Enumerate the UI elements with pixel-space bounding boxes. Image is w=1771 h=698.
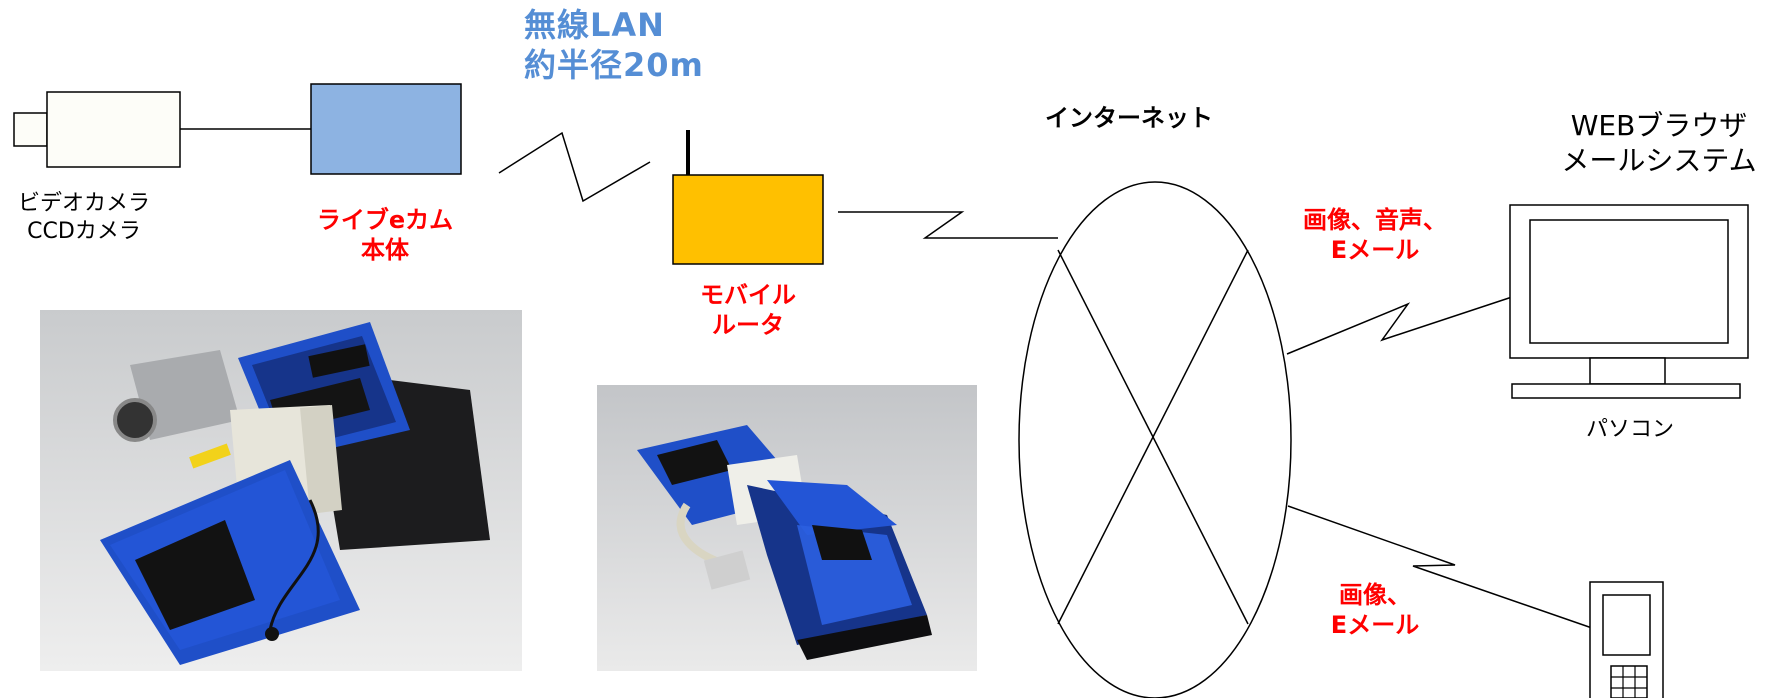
video-camera-icon xyxy=(13,91,181,168)
mobile-router-label: モバイル ルータ xyxy=(700,281,796,339)
livecam-kit-photo xyxy=(40,310,522,671)
router-pouch-photo xyxy=(597,385,977,671)
mobile-phone-icon xyxy=(1589,581,1664,698)
pc-monitor-icon xyxy=(1509,204,1749,399)
router-internet-link xyxy=(838,211,1058,239)
internet-phone-link xyxy=(1287,505,1593,629)
phone-flow-label: 画像、 Eメール xyxy=(1330,581,1420,639)
livecam-body-box xyxy=(310,83,462,175)
mobile-router-icon xyxy=(672,130,824,265)
video-camera-label: ビデオカメラ CCDカメラ xyxy=(18,191,151,244)
wireless-lan-zigzag xyxy=(498,131,651,203)
pc-software-label: WEBブラウザ メールシステム xyxy=(1561,109,1757,177)
internet-ellipse xyxy=(1018,181,1292,698)
internet-label: インターネット xyxy=(1045,104,1213,132)
pc-flow-label: 画像、音声、 Eメール xyxy=(1303,206,1447,264)
internet-pc-link xyxy=(1286,295,1516,355)
wireless-lan-label: 無線LAN 約半径20m xyxy=(524,6,704,84)
pc-label: パソコン xyxy=(1585,417,1674,442)
livecam-body-label: ライブeカム 本体 xyxy=(316,206,454,264)
